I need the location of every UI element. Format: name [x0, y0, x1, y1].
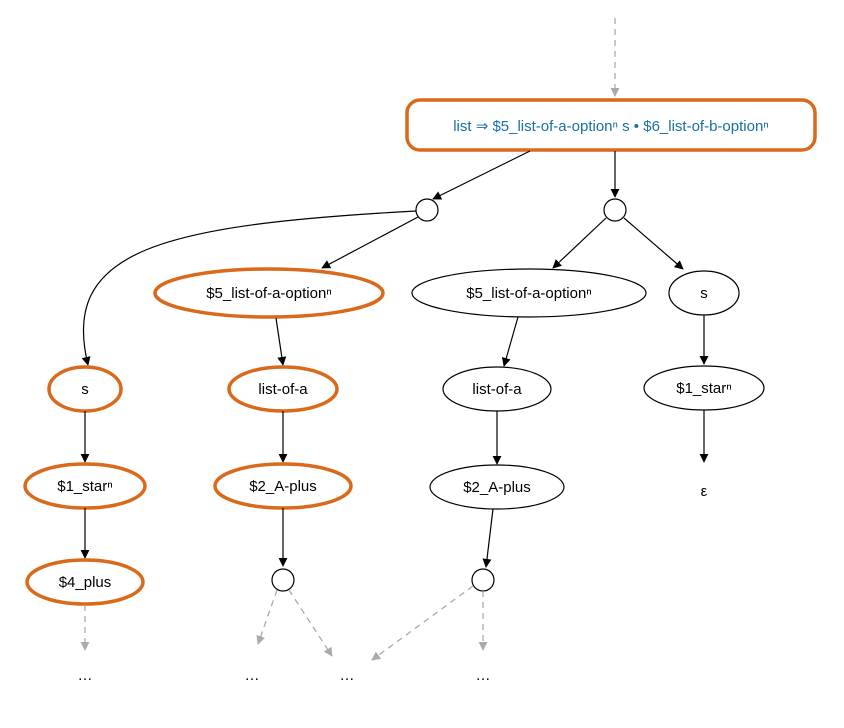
edge-choice4-dashed-left [371, 585, 474, 661]
svg-text:$5_list-of-a-optionⁿ: $5_list-of-a-optionⁿ [206, 285, 332, 302]
node-list-a[interactable]: list-of-a [442, 366, 552, 412]
node-star-right[interactable]: $1_starⁿ [643, 365, 765, 411]
edge-aplus-choice4 [482, 508, 494, 568]
svg-text:s: s [700, 285, 708, 302]
edge-choice2-opt-a [552, 217, 607, 269]
svg-text:s: s [81, 381, 89, 398]
edge-opt-a-hl-list-a-hl [275, 317, 287, 366]
edge-choice3-dashed-left [256, 589, 278, 645]
svg-text:$4_plus: $4_plus [59, 574, 112, 591]
node-epsilon: ε [701, 483, 708, 500]
node-list-a-highlighted[interactable]: list-of-a [227, 365, 339, 413]
node-aplus-highlighted[interactable]: $2_A-plus [213, 462, 353, 510]
svg-text:$1_starⁿ: $1_starⁿ [57, 478, 113, 495]
ellipsis-4: … [476, 667, 491, 684]
svg-text:list-of-a: list-of-a [258, 381, 308, 398]
svg-text:$2_A-plus: $2_A-plus [463, 479, 531, 496]
choice-node-3[interactable] [271, 568, 295, 592]
edge-opt-a-list-a [501, 316, 519, 367]
svg-text:$1_starⁿ: $1_starⁿ [676, 380, 732, 397]
node-plus-left[interactable]: $4_plus [25, 558, 145, 606]
ellipsis-1: … [78, 667, 93, 684]
root-label: list ⇒ $5_list-of-a-optionⁿ s • $6_list-… [453, 118, 769, 135]
ellipsis-3: … [340, 667, 355, 684]
node-aplus[interactable]: $2_A-plus [429, 464, 565, 510]
choice-node-4[interactable] [471, 568, 495, 592]
edge-choice2-s-right [623, 217, 684, 270]
root-node[interactable]: list ⇒ $5_list-of-a-optionⁿ s • $6_list-… [405, 98, 817, 152]
node-opt-a-highlighted[interactable]: $5_list-of-a-optionⁿ [153, 267, 385, 319]
node-star-left[interactable]: $1_starⁿ [23, 462, 147, 510]
choice-node-1[interactable] [415, 198, 439, 222]
choice-node-2[interactable] [603, 198, 627, 222]
edge-choice3-dashed-right [288, 589, 333, 657]
node-opt-a[interactable]: $5_list-of-a-optionⁿ [411, 268, 647, 318]
svg-text:$5_list-of-a-optionⁿ: $5_list-of-a-optionⁿ [466, 285, 592, 302]
node-s-right[interactable]: s [668, 270, 740, 316]
ellipsis-2: … [245, 667, 260, 684]
edge-choice1-s-left [81, 210, 417, 366]
edge-root-choice1 [432, 150, 531, 200]
node-s-left[interactable]: s [47, 365, 123, 413]
svg-text:list-of-a: list-of-a [472, 381, 522, 398]
edge-choice1-opt-a-hl [321, 216, 419, 269]
svg-text:$2_A-plus: $2_A-plus [249, 478, 317, 495]
